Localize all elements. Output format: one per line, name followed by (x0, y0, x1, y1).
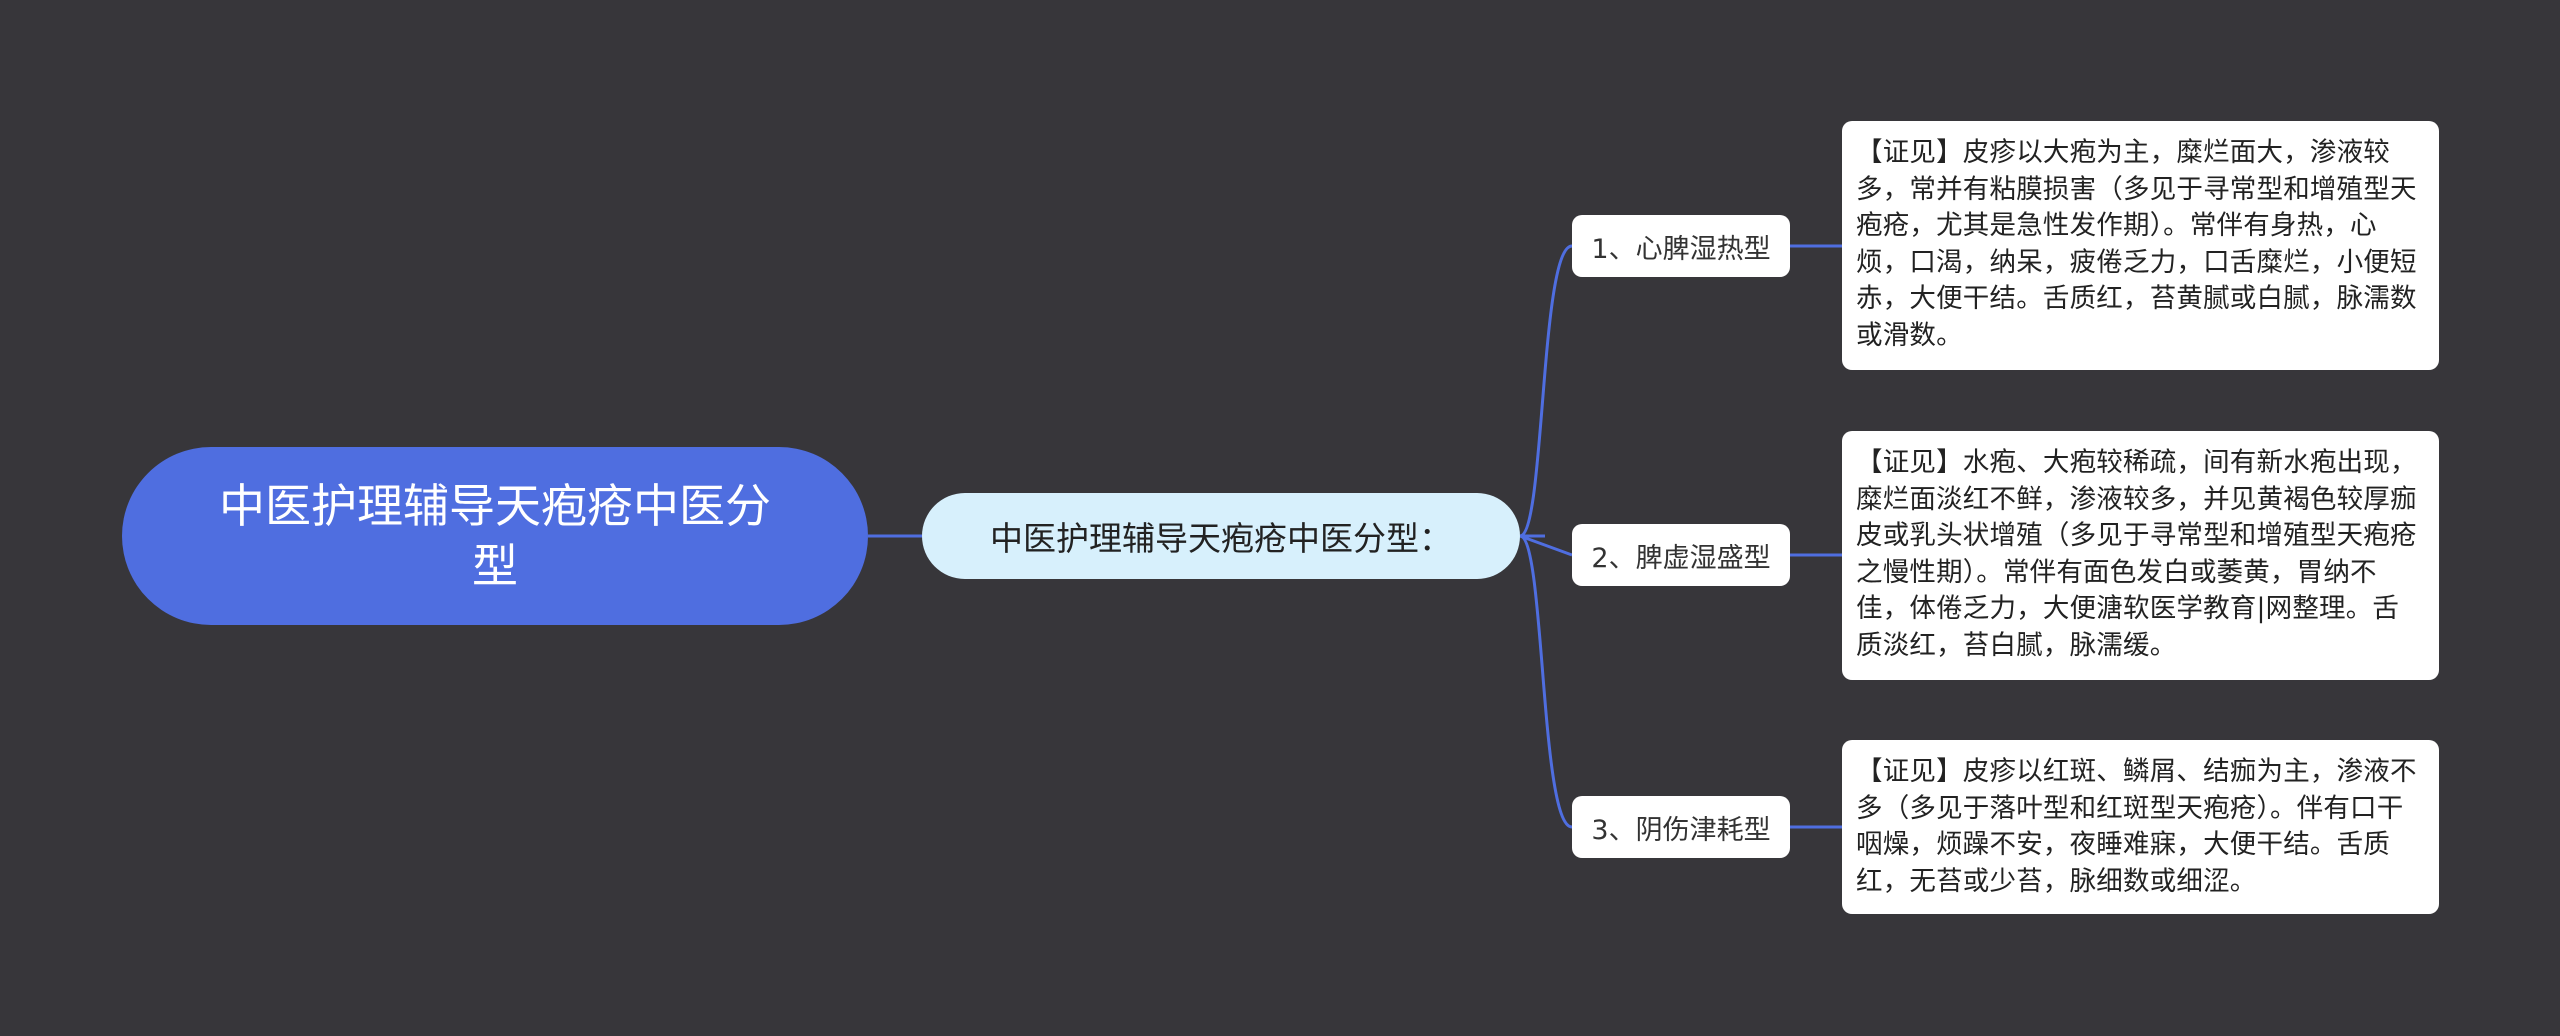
connector-branch-2 (1519, 534, 1573, 557)
central-subtopic[interactable]: 中医护理辅导天疱疮中医分型： (922, 493, 1520, 579)
detail-card-2[interactable]: 【证见】水疱、大疱较稀疏，间有新水疱出现，糜烂面淡红不鲜，渗液较多，并见黄褐色较… (1842, 431, 2439, 680)
branch-topic-2-label: 2、脾虚湿盛型 (1591, 542, 1771, 574)
root-topic[interactable]: 中医护理辅导天疱疮中医分型 (122, 447, 868, 625)
connector-branch-3 (1519, 534, 1573, 829)
detail-card-1[interactable]: 【证见】皮疹以大疱为主，糜烂面大，渗液较多，常并有粘膜损害（多见于寻常型和增殖型… (1842, 121, 2439, 370)
root-topic-label: 中医护理辅导天疱疮中医分型 (219, 479, 771, 593)
branch-topic-3[interactable]: 3、阴伤津耗型 (1572, 796, 1790, 858)
central-subtopic-label: 中医护理辅导天疱疮中医分型： (990, 519, 1452, 558)
branch-topic-1[interactable]: 1、心脾湿热型 (1572, 215, 1790, 277)
branch-topic-2[interactable]: 2、脾虚湿盛型 (1572, 524, 1790, 586)
connector-branch-1 (1519, 244, 1573, 538)
branch-topic-3-label: 3、阴伤津耗型 (1591, 814, 1771, 846)
detail-card-2-text: 【证见】水疱、大疱较稀疏，间有新水疱出现，糜烂面淡红不鲜，渗液较多，并见黄褐色较… (1856, 447, 2417, 661)
detail-card-3-text: 【证见】皮疹以红斑、鳞屑、结痂为主，渗液不多（多见于落叶型和红斑型天疱疮）。伴有… (1856, 756, 2417, 897)
detail-card-1-text: 【证见】皮疹以大疱为主，糜烂面大，渗液较多，常并有粘膜损害（多见于寻常型和增殖型… (1856, 137, 2417, 351)
branch-topic-1-label: 1、心脾湿热型 (1591, 233, 1771, 265)
detail-card-3[interactable]: 【证见】皮疹以红斑、鳞屑、结痂为主，渗液不多（多见于落叶型和红斑型天疱疮）。伴有… (1842, 740, 2439, 914)
